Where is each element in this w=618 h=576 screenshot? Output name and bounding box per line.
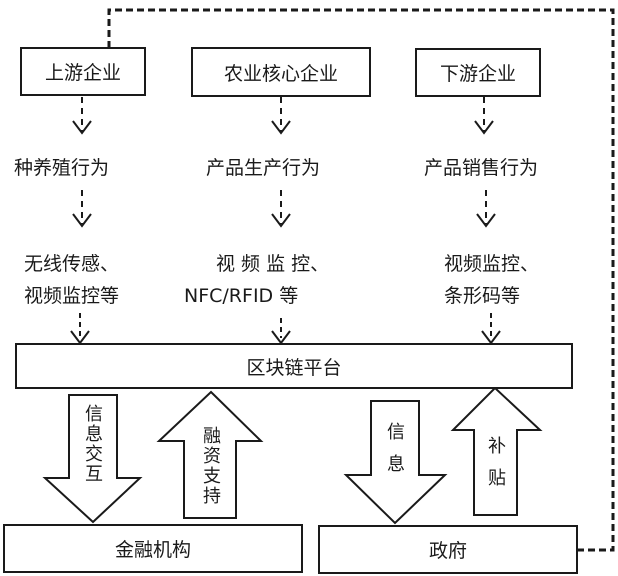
financial-institution-box: 金融机构 [3, 524, 303, 573]
core-technology-text: 视 频 监 控、 NFC/RFID 等 [184, 248, 330, 312]
dashed-arrow-upstream-behavior [72, 97, 92, 134]
gov-info-down-arrow [343, 400, 448, 525]
finance-support-up-arrow [156, 390, 264, 519]
core-enterprise-box: 农业核心企业 [191, 47, 371, 97]
government-label: 政府 [428, 540, 467, 562]
upstream-enterprise-box: 上游企业 [20, 47, 146, 96]
finance-info-label: 信息交互 [82, 404, 103, 484]
financial-institution-label: 金融机构 [114, 539, 191, 561]
government-feedback-dashed-line [107, 8, 615, 552]
finance-info-down-arrow [42, 394, 143, 524]
downstream-behavior-text: 产品销售行为 [424, 157, 539, 179]
upstream-technology-text: 无线传感、 视频监控等 [24, 248, 119, 312]
dashed-arrow-upstream-tech [72, 190, 92, 227]
downstream-technology-line1: 视频监控、 [444, 253, 540, 275]
upstream-technology-line1: 无线传感、 [24, 253, 120, 275]
dashed-arrow-upstream-platform [70, 313, 90, 344]
downstream-enterprise-label: 下游企业 [439, 63, 516, 85]
dashed-arrow-downstream-behavior [474, 97, 494, 134]
upstream-enterprise-label: 上游企业 [44, 62, 121, 84]
finance-support-label: 融资支持 [200, 426, 221, 506]
downstream-technology-text: 视频监控、 条形码等 [444, 248, 539, 312]
core-technology-line1: 视 频 监 控、 [216, 253, 330, 275]
core-technology-line2: NFC/RFID 等 [184, 285, 299, 307]
dashed-arrow-core-tech [271, 190, 291, 227]
upstream-technology-line2: 视频监控等 [24, 285, 120, 307]
core-behavior-text: 产品生产行为 [206, 157, 321, 179]
core-enterprise-label: 农业核心企业 [223, 62, 338, 85]
dashed-arrow-core-behavior [271, 97, 291, 134]
dashed-arrow-core-platform [271, 318, 291, 344]
gov-subsidy-label: 补贴 [485, 436, 506, 500]
blockchain-platform-label: 区块链平台 [246, 356, 342, 379]
blockchain-platform-box: 区块链平台 [15, 343, 573, 389]
downstream-enterprise-box: 下游企业 [415, 48, 541, 97]
dashed-arrow-downstream-platform [481, 313, 501, 344]
dashed-arrow-downstream-tech [476, 190, 496, 227]
downstream-technology-line2: 条形码等 [444, 285, 521, 307]
upstream-behavior-text: 种养殖行为 [14, 157, 110, 179]
gov-info-label: 信息 [384, 422, 405, 486]
government-box: 政府 [318, 525, 578, 574]
gov-subsidy-up-arrow [450, 386, 543, 516]
